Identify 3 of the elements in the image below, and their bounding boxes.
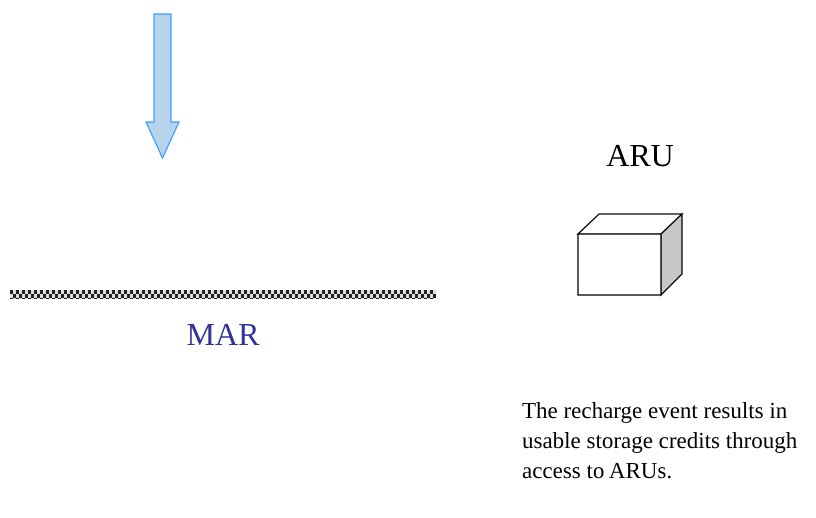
band-label: MAR — [186, 316, 260, 352]
note-paragraph: The recharge event results in usable storage credits through access to ARUs. — [522, 397, 798, 485]
cube-heading: ARU — [605, 137, 675, 173]
